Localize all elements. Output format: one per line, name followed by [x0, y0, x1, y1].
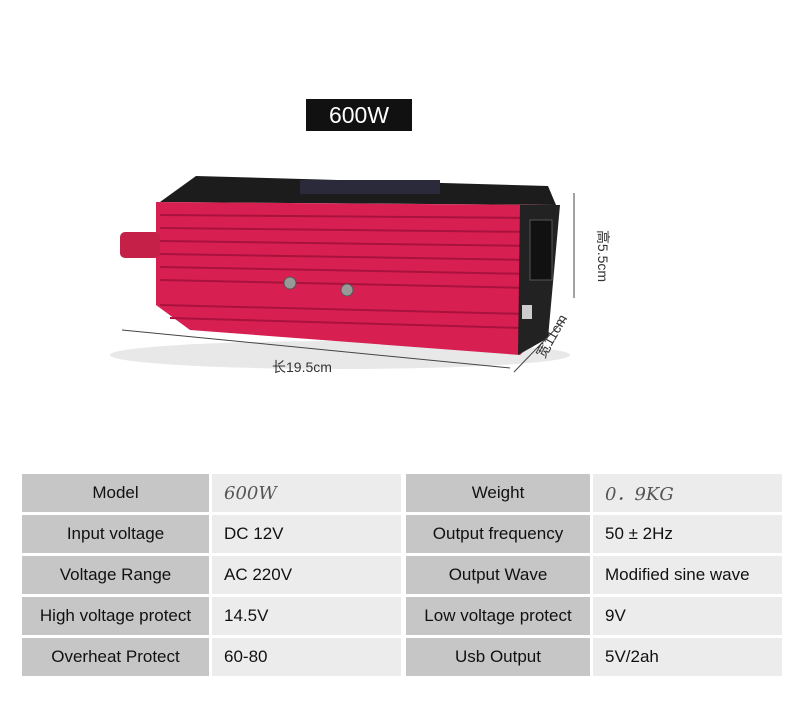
spec-value: DC 12V	[212, 515, 401, 553]
usb-port	[522, 305, 532, 319]
power-badge: 600W	[306, 99, 412, 131]
spec-value: 14.5V	[212, 597, 401, 635]
spec-table: Model 600W Weight 0．9KG Input voltage DC…	[22, 474, 784, 679]
ac-socket	[529, 219, 553, 281]
spec-row: Voltage Range AC 220V Output Wave Modifi…	[22, 556, 784, 594]
spec-value: 600W	[212, 474, 401, 512]
spec-label: Model	[22, 474, 209, 512]
spec-label: Output Wave	[406, 556, 590, 594]
length-label: 长19.5cm	[272, 359, 332, 375]
height-label: 高5.5cm	[595, 229, 612, 283]
spec-row: Overheat Protect 60-80 Usb Output 5V/2ah	[22, 638, 784, 676]
spec-label: Input voltage	[22, 515, 209, 553]
spec-value: 50 ± 2Hz	[593, 515, 782, 553]
screw	[340, 283, 354, 297]
spec-value: Modified sine wave	[593, 556, 782, 594]
spec-value: 60-80	[212, 638, 401, 676]
spec-label: Usb Output	[406, 638, 590, 676]
front-body	[156, 202, 556, 355]
spec-value: 9V	[593, 597, 782, 635]
lcd-display	[300, 180, 440, 194]
inverter-product-image	[110, 176, 575, 373]
heat-ribs	[159, 214, 541, 329]
spec-value: 0．9KG	[593, 474, 782, 512]
spec-label: Weight	[406, 474, 590, 512]
spec-row: High voltage protect 14.5V Low voltage p…	[22, 597, 784, 635]
spec-value: 5V/2ah	[593, 638, 782, 676]
spec-label: Voltage Range	[22, 556, 209, 594]
spec-label: Output frequency	[406, 515, 590, 553]
screw	[283, 276, 297, 290]
terminal-knob	[120, 232, 160, 258]
length-line	[121, 329, 511, 369]
width-line	[513, 317, 567, 373]
spec-value: AC 220V	[212, 556, 401, 594]
spec-label: High voltage protect	[22, 597, 209, 635]
spec-row: Model 600W Weight 0．9KG	[22, 474, 784, 512]
spec-label: Low voltage protect	[406, 597, 590, 635]
spec-row: Input voltage DC 12V Output frequency 50…	[22, 515, 784, 553]
spec-label: Overheat Protect	[22, 638, 209, 676]
